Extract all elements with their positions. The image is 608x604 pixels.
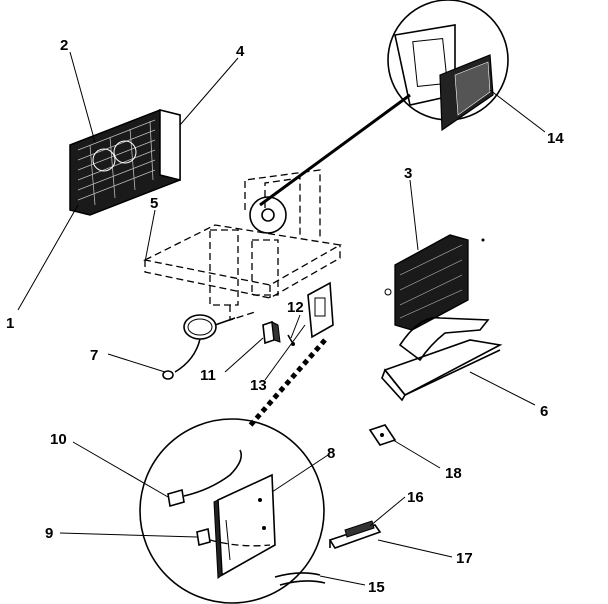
control-panel bbox=[307, 281, 334, 339]
callout-14: 14 bbox=[547, 130, 564, 147]
callout-labels: 2 4 1 5 14 3 6 7 11 12 13 10 8 9 18 16 1… bbox=[6, 37, 564, 596]
callout-8: 8 bbox=[327, 445, 335, 462]
mounting-clip bbox=[368, 424, 397, 446]
drain-tray bbox=[381, 316, 503, 402]
callout-17: 17 bbox=[456, 550, 473, 567]
callout-15: 15 bbox=[368, 579, 385, 596]
condenser-coil bbox=[69, 109, 181, 216]
callout-4: 4 bbox=[236, 43, 245, 60]
callout-2: 2 bbox=[60, 37, 68, 54]
callout-1: 1 bbox=[6, 315, 14, 332]
callout-16: 16 bbox=[407, 489, 424, 506]
callout-11: 11 bbox=[200, 367, 216, 384]
small-bracket bbox=[262, 320, 281, 345]
callout-18: 18 bbox=[445, 465, 462, 482]
evaporator-coil bbox=[384, 234, 485, 331]
callout-5: 5 bbox=[150, 195, 158, 212]
callout-7: 7 bbox=[90, 347, 98, 364]
filter-access-detail bbox=[387, 0, 509, 132]
callout-12: 12 bbox=[287, 299, 304, 316]
base-pan-chassis bbox=[143, 169, 342, 321]
wire bbox=[274, 572, 326, 586]
callout-6: 6 bbox=[540, 403, 548, 420]
callout-3: 3 bbox=[404, 165, 412, 182]
control-detail bbox=[139, 418, 325, 604]
thermostat-assembly bbox=[328, 520, 382, 549]
callout-13: 13 bbox=[250, 377, 267, 394]
callout-10: 10 bbox=[50, 431, 67, 448]
power-cord bbox=[162, 314, 236, 380]
callout-9: 9 bbox=[45, 525, 53, 542]
leader-lines bbox=[17, 51, 546, 586]
